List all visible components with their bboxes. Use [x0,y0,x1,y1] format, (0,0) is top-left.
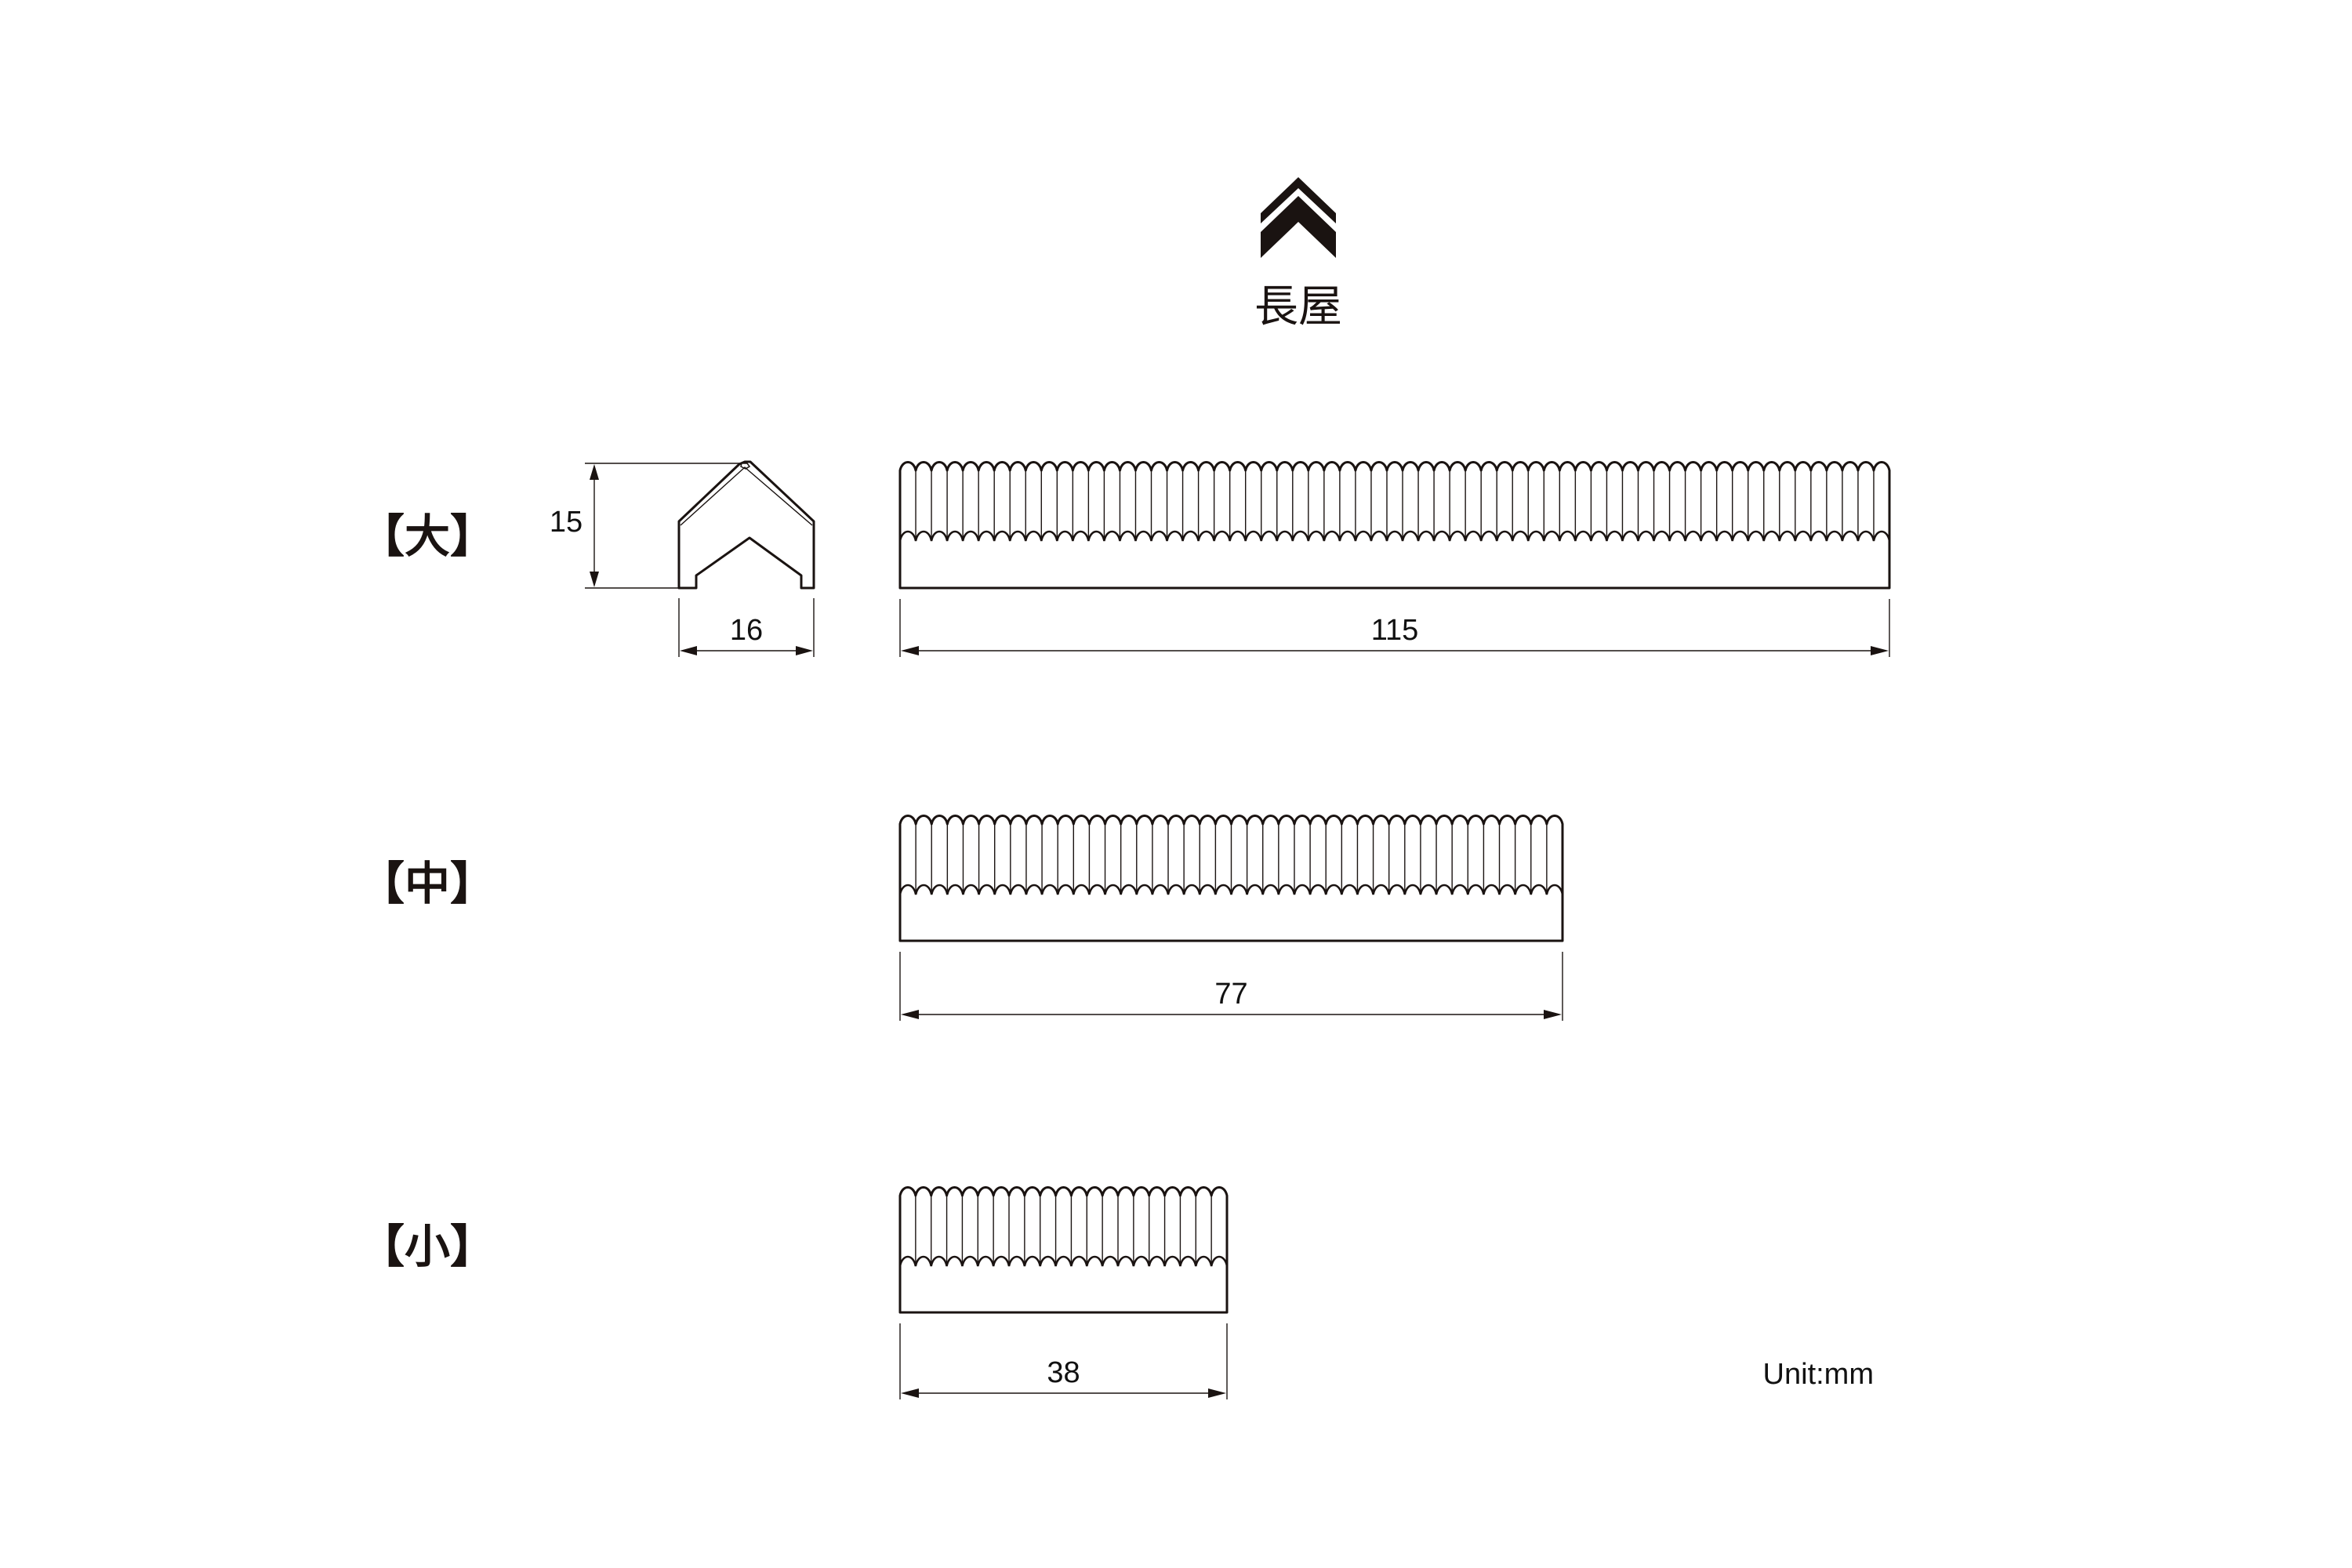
unit-label: Unit:mm [1763,1358,1874,1391]
product-name: 長屋 [1254,281,1342,332]
bar-medium: 77 [898,815,1564,1021]
length-dimension-label: 115 [1371,614,1419,647]
length-dimension-label: 77 [1214,978,1247,1011]
bar-large: 115 [898,461,1891,657]
bar-lower-edge [898,884,1564,895]
chevron-roof-icon [1261,177,1336,258]
dimension-arrow [901,1388,919,1398]
size-label-large: 【大】 [359,510,495,563]
width-dimension-label: 16 [730,614,763,647]
size-label-medium: 【中】 [359,857,495,910]
bar-outline [898,461,1891,590]
height-dimension-label: 15 [550,506,583,539]
dimension-arrow [1871,646,1889,655]
bar-lower-edge [898,530,1891,542]
cross-section-profile [677,460,815,590]
bar-small: 38 [898,1186,1229,1399]
cross-section-view: 15 16 [550,460,815,657]
dimension-arrow [1208,1388,1227,1398]
size-label-small: 【小】 [359,1220,495,1273]
bar-outline [898,1186,1229,1314]
length-dimension-label: 38 [1047,1356,1080,1389]
dimension-arrow [1543,1010,1562,1019]
dimension-arrow [901,1010,919,1019]
side-views: 115 77 38 [898,461,1891,1399]
bar-lower-edge [898,1255,1229,1267]
dimension-arrow [901,646,919,655]
